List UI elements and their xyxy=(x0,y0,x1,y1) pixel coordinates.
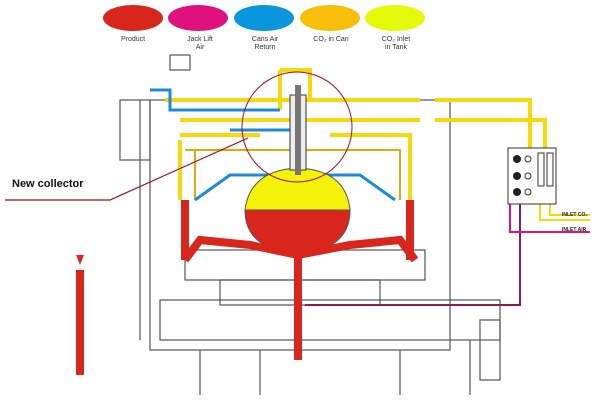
legend-label: Cans Air xyxy=(252,36,279,43)
new-collector-label: New collector xyxy=(12,178,84,190)
legend-label: in Tank xyxy=(385,44,408,51)
tank xyxy=(244,85,351,253)
legend-item-co2-in-can: CO₂ in Can xyxy=(300,5,360,43)
control-panel: INLET CO₂ INLET AIR xyxy=(507,147,588,233)
product-pipes xyxy=(76,200,419,375)
legend-item-product: Product xyxy=(103,5,163,43)
legend-label: Jack Lift xyxy=(187,36,213,43)
jack-lift-air-pipes xyxy=(305,203,521,306)
legend-label: Product xyxy=(121,36,145,43)
new-collector-annotation: New collector xyxy=(5,71,353,201)
legend-label: Return xyxy=(254,44,275,51)
legend-label: CO₂ in Can xyxy=(313,36,349,43)
co2-pipes-dark xyxy=(185,149,401,200)
legend-label: Air xyxy=(196,44,205,51)
inlet-co2-label: INLET CO₂ xyxy=(562,212,588,218)
legend-label: CO₂ Inlet xyxy=(382,36,410,43)
inlet-air-label: INLET AIR xyxy=(562,227,587,233)
